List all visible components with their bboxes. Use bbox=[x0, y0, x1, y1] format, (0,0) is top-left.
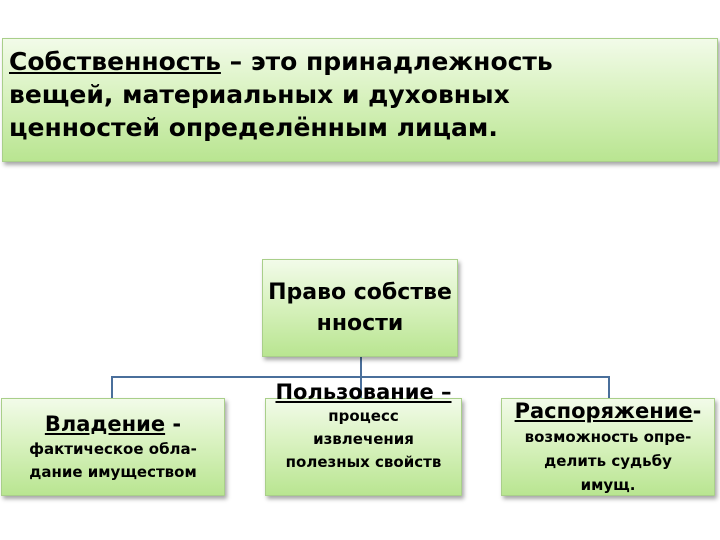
node-disposal-title: Распоряжение bbox=[514, 398, 693, 423]
definition-line-1-rest: – это принадлежность bbox=[220, 47, 553, 76]
node-possession-title-row: Владение - bbox=[45, 411, 181, 438]
node-possession-title-suffix: - bbox=[165, 411, 182, 436]
node-disposal-title-suffix: - bbox=[692, 398, 702, 423]
definition-line-3: ценностей определённым лицам. bbox=[9, 113, 498, 142]
node-possession: Владение - фактическое обла- дание имуще… bbox=[1, 398, 225, 496]
definition-line-2: вещей, материальных и духовных bbox=[9, 80, 510, 109]
node-disposal-desc-3: имущ. bbox=[580, 475, 636, 494]
node-use-title: Пользование – bbox=[275, 380, 452, 404]
node-use-desc-3: полезных свойств bbox=[285, 453, 442, 471]
node-possession-title: Владение bbox=[44, 411, 166, 436]
node-disposal-title-row: Распоряжение- bbox=[515, 398, 702, 425]
node-use-desc: процесс извлечения полезных свойств bbox=[259, 405, 469, 474]
root-node-label: Право собственности bbox=[268, 280, 452, 336]
node-possession-desc-1: фактическое обла- bbox=[29, 439, 197, 458]
node-use-desc-2: извлечения bbox=[313, 430, 414, 448]
node-use: Пользование – процесс извлечения полезны… bbox=[265, 380, 462, 496]
node-possession-desc-2: дание имуществом bbox=[29, 462, 197, 481]
node-disposal-desc-2: делить судьбу bbox=[544, 451, 672, 470]
definition-line-1: Собственность – это принадлежность bbox=[9, 45, 711, 78]
node-use-desc-1: процесс bbox=[328, 407, 399, 425]
node-disposal-desc-1: возможность опре- bbox=[524, 427, 692, 446]
definition-box: Собственность – это принадлежность вещей… bbox=[2, 38, 718, 162]
node-disposal: Распоряжение- возможность опре- делить с… bbox=[501, 398, 715, 496]
root-node-property-right: Право собственности bbox=[262, 259, 458, 357]
definition-term: Собственность bbox=[9, 47, 221, 76]
